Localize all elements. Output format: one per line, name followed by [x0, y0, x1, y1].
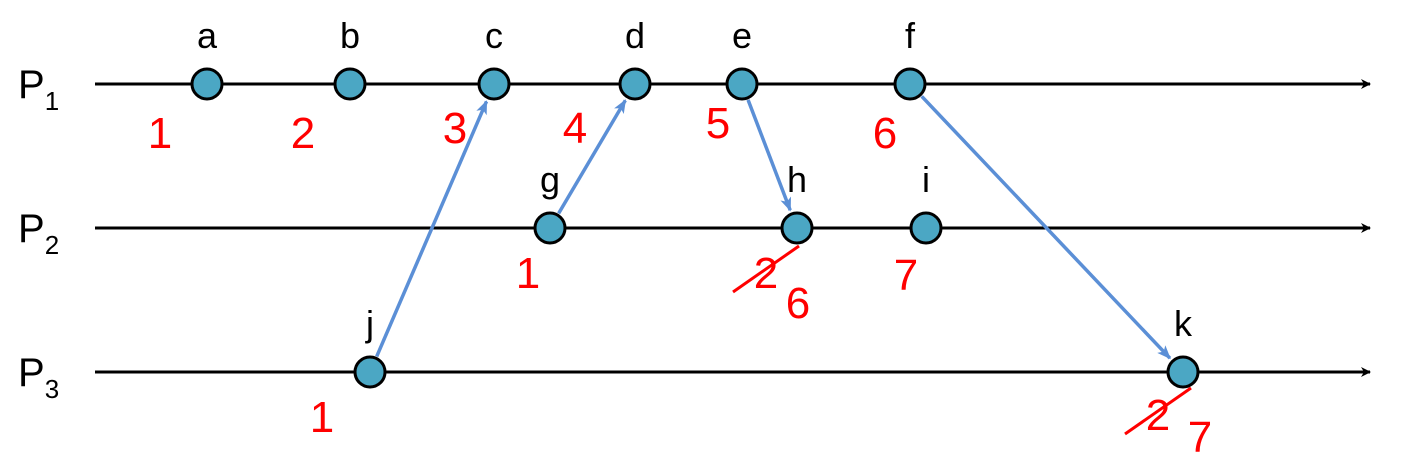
process-p2: P2: [18, 207, 1371, 260]
strike-through: [732, 244, 800, 294]
event-dot: [618, 67, 652, 101]
strike-through: [1124, 386, 1192, 436]
clock-value: 1: [310, 393, 334, 442]
process-label: P1: [18, 63, 59, 116]
event-a: a1: [148, 15, 224, 158]
clock-value: 6: [873, 109, 897, 158]
process-label: P2: [18, 207, 59, 260]
event-dot: [1166, 355, 1200, 389]
event-dot: [725, 67, 759, 101]
event-g: g1: [516, 159, 567, 298]
event-dot: [893, 67, 927, 101]
event-label: h: [787, 159, 807, 200]
event-f: f6: [873, 15, 927, 158]
message-e-to-h: [746, 99, 792, 212]
clock-value: 6: [786, 279, 810, 328]
event-label: d: [625, 15, 645, 56]
event-label: g: [540, 159, 560, 200]
event-i: i7: [894, 159, 943, 300]
event-dot: [353, 355, 387, 389]
process-p3: P3: [18, 351, 1371, 404]
clock-value: 2: [291, 109, 315, 158]
event-dot: [477, 67, 511, 101]
clock-value: 1: [516, 249, 540, 298]
event-dot: [190, 67, 224, 101]
clock-value: 1: [148, 109, 172, 158]
event-dot: [780, 211, 814, 245]
message-f-to-k: [920, 95, 1172, 360]
event-b: b2: [291, 15, 367, 158]
event-j: j1: [310, 303, 387, 442]
event-label: i: [922, 159, 930, 200]
messages: [375, 95, 1172, 360]
clock-value: 7: [894, 251, 918, 300]
event-h: h26: [732, 159, 814, 328]
message-j-to-c: [375, 100, 489, 358]
event-dot: [333, 67, 367, 101]
clock-value: 4: [563, 104, 587, 153]
event-d: d4: [563, 15, 652, 153]
event-dot: [909, 211, 943, 245]
event-label: f: [905, 15, 916, 56]
event-label: a: [197, 15, 218, 56]
event-label: b: [340, 15, 360, 56]
process-label: P3: [18, 351, 59, 404]
clock-value: 7: [1188, 413, 1212, 462]
event-dot: [533, 211, 567, 245]
event-label: c: [485, 15, 503, 56]
event-label: j: [365, 303, 374, 344]
message-g-to-d: [557, 99, 627, 215]
event-e: e5: [706, 15, 759, 148]
event-c: c3: [443, 15, 511, 153]
event-label: e: [732, 15, 752, 56]
event-label: k: [1174, 303, 1193, 344]
clock-value: 5: [706, 99, 730, 148]
clock-value: 3: [443, 104, 467, 153]
